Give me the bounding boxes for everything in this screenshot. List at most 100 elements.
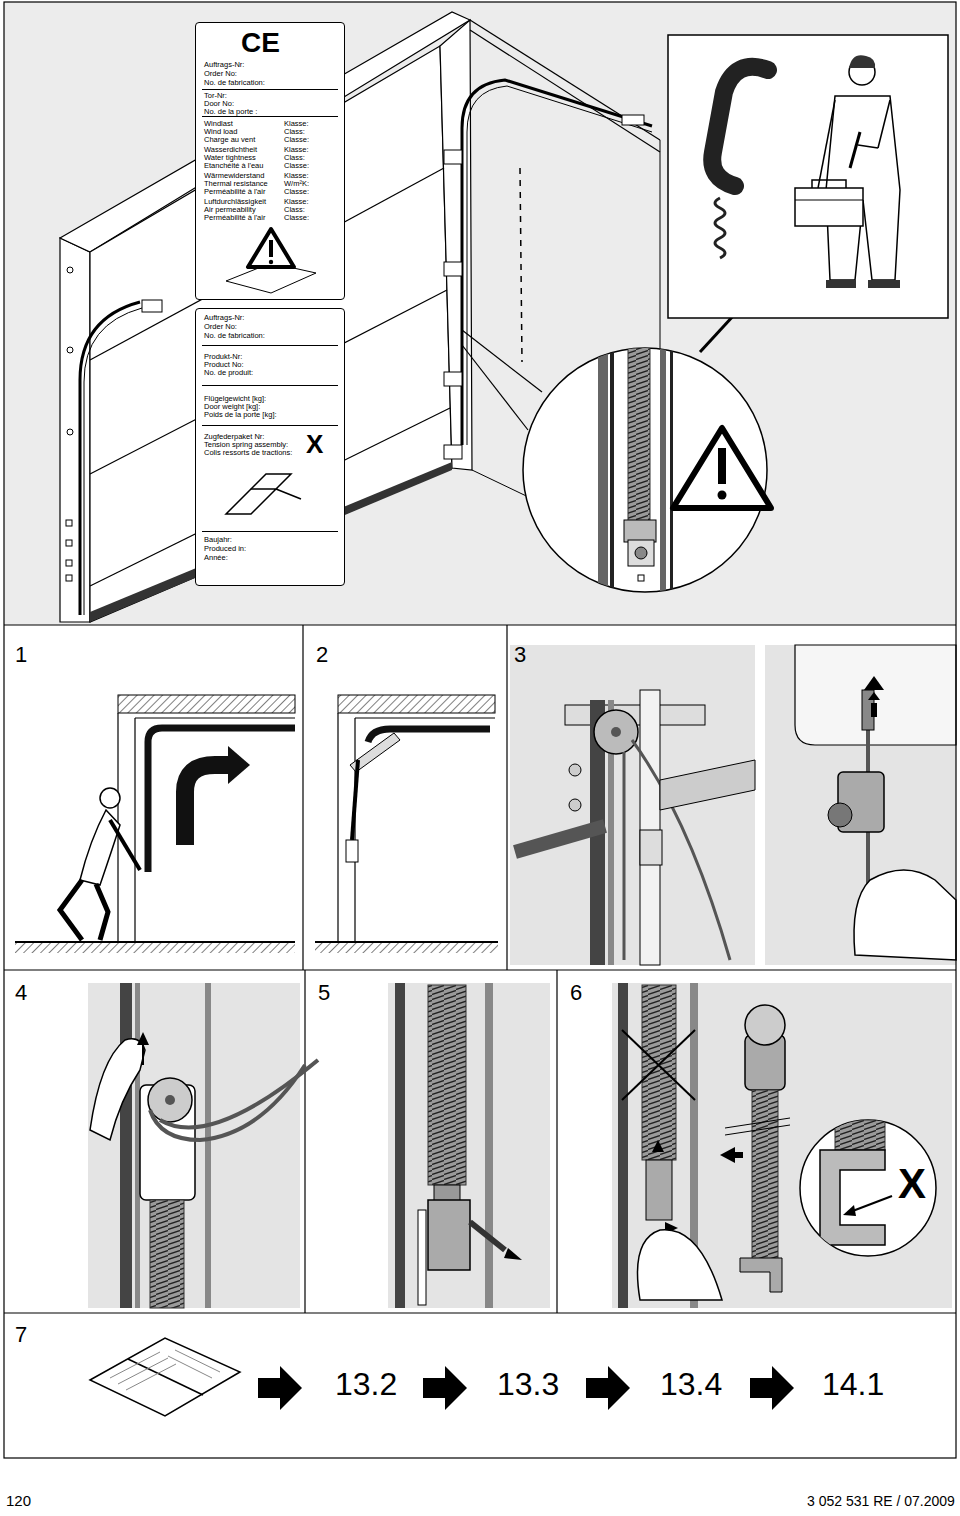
panel-grid-part <box>556 970 557 1313</box>
step-7-drawing-part <box>423 1366 467 1410</box>
plate-text: No. de produit: <box>204 369 253 377</box>
step-7-drawing-part <box>175 1350 220 1372</box>
call-technician-part <box>812 180 846 188</box>
top-scene-part <box>90 462 452 622</box>
warning-mark <box>269 260 273 264</box>
step-4-drawing-part <box>88 983 300 1308</box>
step-6-drawing-part <box>745 1005 785 1045</box>
step-6-drawing-part <box>652 1140 664 1152</box>
plate-text: Wind load <box>204 128 237 136</box>
step-2-drawing-part <box>338 695 495 713</box>
label-text: 3 <box>514 644 526 666</box>
step-2-drawing-part <box>315 943 498 953</box>
step-3-drawing-part <box>864 676 884 690</box>
step-5-drawing-part <box>428 1200 470 1270</box>
step-6-drawing-part <box>638 1230 723 1300</box>
step-4-drawing <box>88 983 318 1308</box>
plate-text: Classe: <box>284 162 309 170</box>
top-scene-part <box>66 540 72 546</box>
plate-text: Klasse: <box>284 198 309 206</box>
top-scene-part <box>444 262 462 276</box>
separator-line <box>202 116 338 117</box>
step-3-drawing-part <box>640 830 662 865</box>
step-3-drawing-part <box>854 870 956 960</box>
separator-line <box>202 89 338 90</box>
top-scene-part <box>622 115 644 125</box>
call-technician-part <box>858 145 878 148</box>
plate-text: Class: <box>284 154 305 162</box>
step-6-drawing-part <box>735 1152 743 1158</box>
top-scene-part <box>67 267 73 273</box>
step-4-drawing-part <box>120 983 132 1308</box>
step-7-drawing-part <box>90 1338 240 1416</box>
step-6-drawing-part <box>800 1120 936 1256</box>
step-4-drawing-part <box>205 983 211 1308</box>
magnified-spring-part <box>673 428 771 508</box>
label-text: X <box>898 1163 926 1205</box>
step-3-drawing-part <box>611 727 621 737</box>
plate-text: X <box>306 431 323 457</box>
step-3-drawing-part <box>795 645 956 745</box>
step-7-drawing-part <box>118 1358 168 1384</box>
top-scene-part <box>90 168 444 360</box>
plate-text: Zugfederpaket Nr: <box>204 433 264 441</box>
step-3-drawing-part <box>623 752 626 960</box>
panel-grid <box>4 625 956 1313</box>
plate-text: Charge au vent <box>204 136 255 144</box>
top-scene-part <box>90 46 452 622</box>
spring-bracket-icon <box>216 469 316 529</box>
separator-line <box>202 425 338 426</box>
label-text: 4 <box>15 982 27 1004</box>
step-7-drawing-part <box>258 1366 302 1410</box>
step-5-drawing-part <box>418 1210 426 1305</box>
label-text: 13.2 <box>335 1368 397 1400</box>
label-text: 6 <box>570 982 582 1004</box>
step-5-drawing-part <box>395 983 405 1308</box>
step-5-drawing-part <box>504 1248 522 1260</box>
plate-text: Auftrags-Nr: <box>204 314 244 322</box>
step-3-drawing-part <box>515 826 605 852</box>
top-scene-part <box>444 445 462 459</box>
top-scene-part <box>444 150 462 164</box>
plate-text: Class: <box>284 128 305 136</box>
step-4-drawing-part <box>148 1078 192 1122</box>
label-text: 14.1 <box>822 1368 884 1400</box>
step-1-drawing-part <box>15 941 295 943</box>
plate-text: Klasse: <box>284 120 309 128</box>
call-technician-part <box>878 100 890 148</box>
plate-text: Baujahr: <box>204 536 232 544</box>
plate-text: No. de fabrication: <box>204 332 265 340</box>
step-3-drawing-part <box>871 703 877 717</box>
step-1-drawing-part <box>80 810 120 885</box>
magnified-spring-part <box>598 340 673 600</box>
step-4-drawing-part <box>142 1042 144 1065</box>
step-1-drawing-part <box>135 717 295 718</box>
top-scene-part <box>470 30 660 152</box>
step-4-drawing-part <box>150 1200 184 1308</box>
step-4-drawing-part <box>160 1060 318 1128</box>
step-1-drawing-part <box>228 746 250 784</box>
bracket-shape <box>226 489 276 514</box>
call-technician-part <box>849 55 875 68</box>
ce-label-plate: CEAuftrags-Nr:Order No:No. de fabricatio… <box>195 22 345 300</box>
plate-text: Klasse: <box>284 146 309 154</box>
plate-text: Luftdurchlässigkeit <box>204 198 266 206</box>
step-6-drawing-part <box>720 1147 735 1163</box>
plate-text: Tor-Nr: <box>204 92 227 100</box>
step-5-drawing-part <box>485 983 493 1308</box>
step-6-drawing-part <box>850 1196 892 1212</box>
call-technician-part <box>868 280 900 288</box>
plate-text: Etanchéité à l'eau <box>204 162 263 170</box>
top-scene-part <box>4 2 956 625</box>
step-5-drawing-part <box>428 985 466 1185</box>
plate-text: Klasse: <box>284 172 309 180</box>
plate-text: CE <box>241 29 280 57</box>
step-3-drawing-part <box>868 692 880 700</box>
step-4-drawing-part <box>137 1032 149 1045</box>
label-text: 13.3 <box>497 1368 559 1400</box>
magnified-spring-part-part <box>628 340 650 522</box>
step-1-drawing-part <box>60 880 82 940</box>
panel-grid-part <box>4 969 956 970</box>
magnified-spring-part-part <box>638 575 644 581</box>
top-scene-part <box>520 168 522 362</box>
